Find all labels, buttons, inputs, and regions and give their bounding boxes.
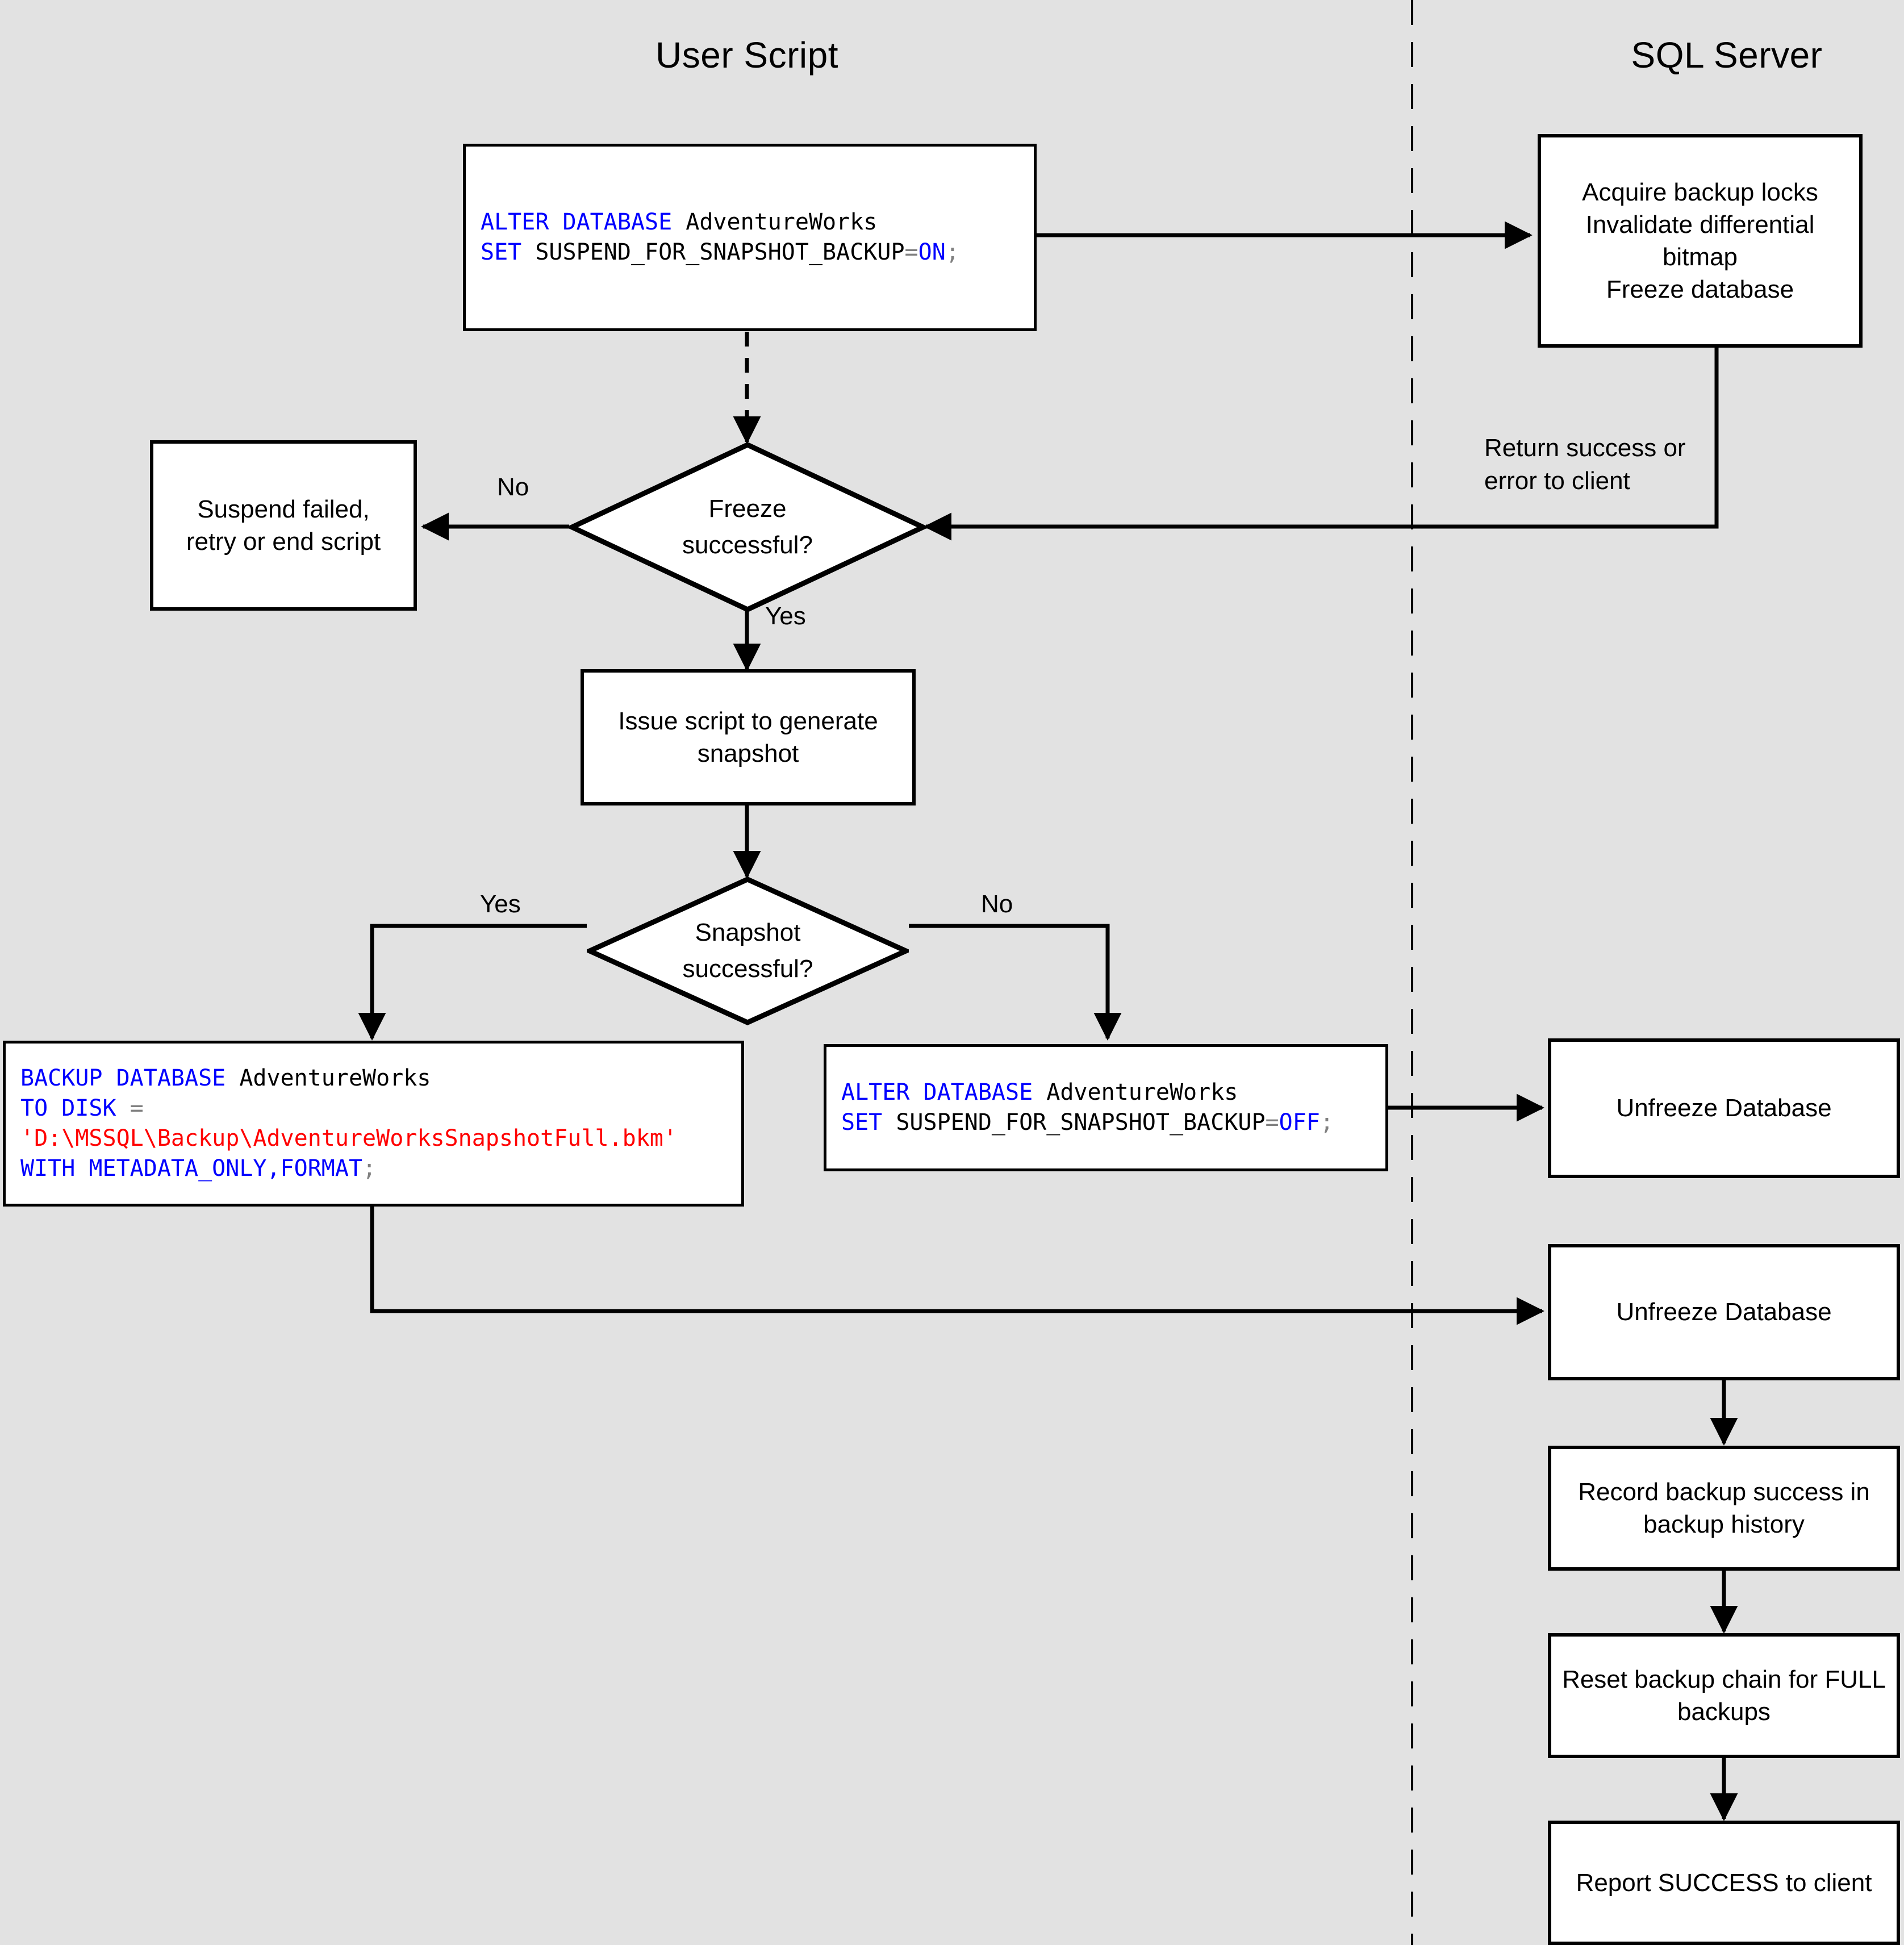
node-unfreeze-database-1[interactable]: Unfreeze Database bbox=[1548, 1038, 1900, 1178]
lane-title-user-script: User Script bbox=[655, 35, 838, 76]
node-acquire-backup-locks[interactable]: Acquire backup locks Invalidate differen… bbox=[1538, 134, 1863, 348]
code-block-backup-database[interactable]: BACKUP DATABASE AdventureWorks TO DISK =… bbox=[3, 1041, 744, 1207]
node-unfreeze-database-2-label: Unfreeze Database bbox=[1616, 1298, 1832, 1326]
lane-title-sql-server: SQL Server bbox=[1631, 35, 1823, 76]
code-block-alter-suspend-on[interactable]: ALTER DATABASE AdventureWorks SET SUSPEN… bbox=[463, 144, 1037, 331]
edge-label-return-success-or-error: Return success or error to client bbox=[1484, 434, 1686, 495]
node-acquire-backup-locks-label: Acquire backup locks Invalidate differen… bbox=[1582, 178, 1818, 304]
edge-backup-to-unfreeze2 bbox=[370, 1207, 1544, 1325]
node-suspend-failed-label: Suspend failed, retry or end script bbox=[186, 495, 381, 556]
decision-freeze-successful[interactable]: Freeze successful? bbox=[566, 442, 929, 612]
edge-acquire-return-to-freeze bbox=[924, 348, 1719, 541]
code-text-alter-off: ALTER DATABASE AdventureWorks SET SUSPEN… bbox=[841, 1079, 1334, 1136]
decision-freeze-shape bbox=[566, 442, 929, 612]
code-text-backup: BACKUP DATABASE AdventureWorks TO DISK =… bbox=[20, 1065, 677, 1182]
node-issue-script-label: Issue script to generate snapshot bbox=[618, 707, 878, 767]
code-block-alter-suspend-off[interactable]: ALTER DATABASE AdventureWorks SET SUSPEN… bbox=[824, 1044, 1388, 1171]
decision-snapshot-shape bbox=[583, 876, 912, 1025]
node-unfreeze-database-1-label: Unfreeze Database bbox=[1616, 1094, 1832, 1122]
node-report-success-to-client[interactable]: Report SUCCESS to client bbox=[1548, 1821, 1900, 1945]
node-record-backup-success[interactable]: Record backup success in backup history bbox=[1548, 1446, 1900, 1571]
node-issue-script-generate-snapshot[interactable]: Issue script to generate snapshot bbox=[581, 669, 916, 805]
edge-snapshot-yes bbox=[358, 924, 587, 1041]
decision-snapshot-successful[interactable]: Snapshot successful? bbox=[583, 876, 912, 1025]
node-reset-backup-chain[interactable]: Reset backup chain for FULL backups bbox=[1548, 1633, 1900, 1758]
node-unfreeze-database-2[interactable]: Unfreeze Database bbox=[1548, 1244, 1900, 1380]
code-text-alter-on: ALTER DATABASE AdventureWorks SET SUSPEN… bbox=[481, 209, 959, 265]
node-record-backup-success-label: Record backup success in backup history bbox=[1578, 1477, 1870, 1538]
edge-label-freeze-no: No bbox=[497, 473, 529, 501]
node-suspend-failed[interactable]: Suspend failed, retry or end script bbox=[150, 440, 417, 611]
edge-snapshot-no bbox=[909, 924, 1122, 1041]
edge-label-freeze-yes: Yes bbox=[765, 602, 806, 630]
node-reset-backup-chain-label: Reset backup chain for FULL backups bbox=[1562, 1665, 1886, 1726]
edge-label-snapshot-no: No bbox=[981, 890, 1013, 918]
node-report-success-label: Report SUCCESS to client bbox=[1576, 1868, 1872, 1897]
edge-label-snapshot-yes: Yes bbox=[480, 890, 521, 918]
